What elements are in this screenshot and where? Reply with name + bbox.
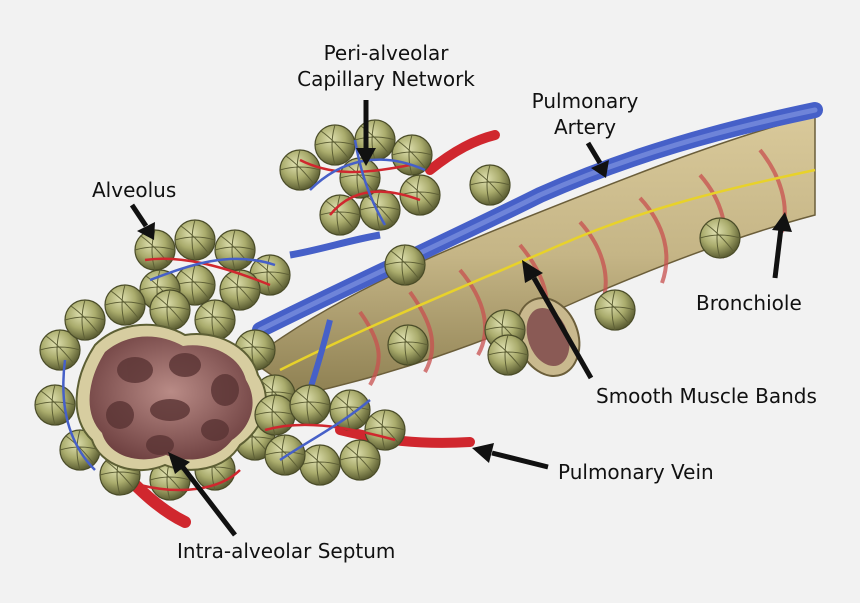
arrow-artery xyxy=(585,141,609,178)
arrow-pulmonary-vein xyxy=(472,443,549,470)
label-pulmonary-artery: Pulmonary Artery xyxy=(525,88,645,140)
arrow-septum xyxy=(168,452,237,537)
label-intra-alveolar-septum: Intra-alveolar Septum xyxy=(177,539,396,563)
label-capillary-line1: Peri-alveolar xyxy=(323,41,449,65)
alveolus-cluster-left xyxy=(134,219,291,311)
arrow-bronchiole xyxy=(772,212,792,279)
capillary-cluster-top xyxy=(279,119,511,236)
arrow-smooth-muscle xyxy=(522,260,594,380)
alveolar-sac-cut xyxy=(34,284,296,501)
label-artery-line1: Pulmonary xyxy=(531,89,639,113)
label-alveolus: Alveolus xyxy=(92,178,177,202)
capillary-cluster-bottom xyxy=(254,384,406,486)
label-smooth-muscle-bands: Smooth Muscle Bands xyxy=(596,384,817,408)
bronchiole-tube xyxy=(248,114,816,396)
label-capillary-line2: Capillary Network xyxy=(297,67,475,91)
arrow-alveolus xyxy=(129,203,155,240)
arrow-capillary xyxy=(356,100,376,166)
label-pulmonary-vein: Pulmonary Vein xyxy=(558,460,714,484)
leader-arrows xyxy=(129,100,792,537)
label-bronchiole: Bronchiole xyxy=(696,291,802,315)
label-artery-line2: Artery xyxy=(553,115,617,139)
label-capillary-network: Peri-alveolar Capillary Network xyxy=(286,40,486,92)
